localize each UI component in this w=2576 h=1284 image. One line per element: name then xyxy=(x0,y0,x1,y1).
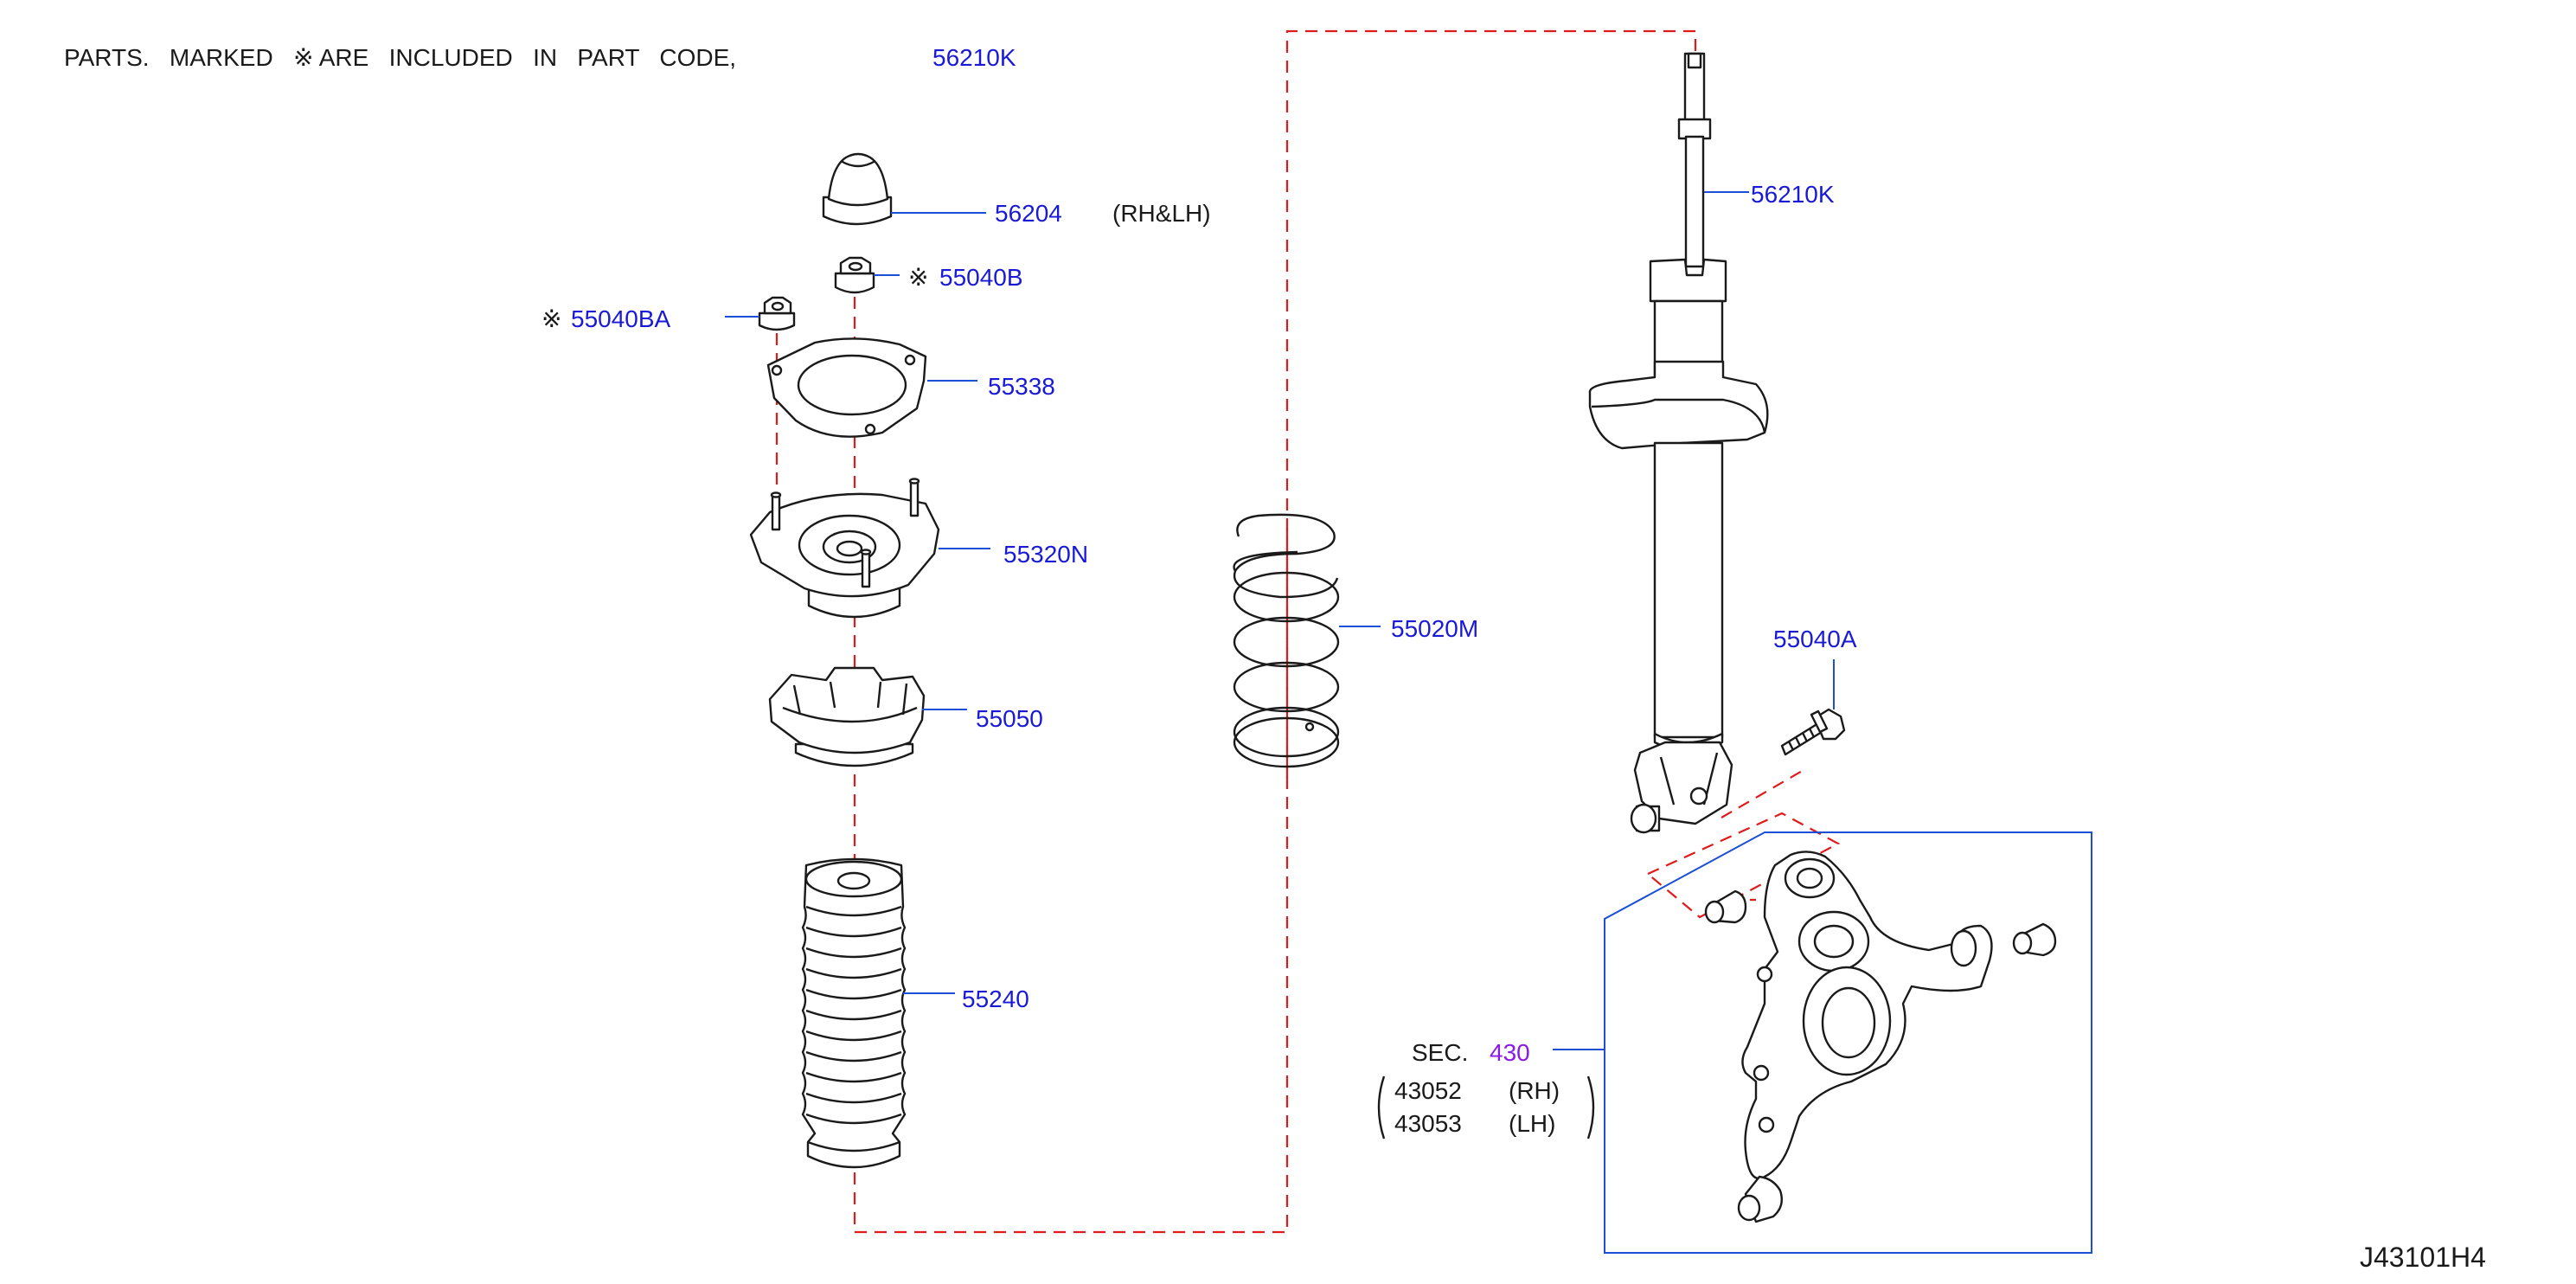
bracket-right xyxy=(1586,1075,1595,1140)
label-55040a[interactable]: 55040A xyxy=(1773,626,1857,652)
bolt-55040a[interactable] xyxy=(1780,708,1846,756)
label-56204[interactable]: 56204 xyxy=(995,200,1062,227)
sec-lh-side: (LH) xyxy=(1509,1110,1555,1137)
sec-number[interactable]: 430 xyxy=(1490,1039,1530,1066)
spring-seat-55050[interactable] xyxy=(768,666,926,767)
label-55050[interactable]: 55050 xyxy=(976,705,1043,732)
bump-cap-56204[interactable] xyxy=(822,152,893,226)
nut-55040b[interactable] xyxy=(834,256,875,294)
strut-mount-55320n[interactable] xyxy=(749,478,940,619)
mount-plate-55338[interactable] xyxy=(766,337,927,438)
sec-rh-side: (RH) xyxy=(1509,1077,1560,1104)
shock-absorber-56210k[interactable] xyxy=(1588,52,1769,834)
coil-spring-55020m[interactable] xyxy=(1233,513,1340,768)
bracket-left xyxy=(1377,1075,1386,1140)
sec-rh-code: 43052 xyxy=(1394,1077,1462,1104)
label-55338[interactable]: 55338 xyxy=(988,373,1055,400)
label-56210k[interactable]: 56210K xyxy=(1751,181,1835,208)
knuckle-assembly-430[interactable] xyxy=(1704,851,2057,1223)
label-55040ba[interactable]: 55040BA xyxy=(571,305,671,332)
mark-55040ba: ※ xyxy=(541,305,561,332)
nut-55040ba[interactable] xyxy=(758,296,796,331)
label-55240[interactable]: 55240 xyxy=(962,985,1029,1012)
section-frame xyxy=(1604,831,2092,1254)
dust-boot-55240[interactable] xyxy=(801,857,907,1169)
label-55020m[interactable]: 55020M xyxy=(1391,615,1478,642)
sec-lh-code: 43053 xyxy=(1394,1110,1462,1137)
diagram-id: J43101H4 xyxy=(2360,1242,2486,1273)
sec-label: SEC. xyxy=(1412,1039,1468,1066)
header-note-code[interactable]: 56210K xyxy=(932,44,1016,71)
mark-55040b: ※ xyxy=(908,264,928,291)
label-55040b[interactable]: 55040B xyxy=(939,264,1023,291)
label-55320n[interactable]: 55320N xyxy=(1003,541,1088,568)
header-note: PARTS. MARKED ※ ARE INCLUDED IN PART COD… xyxy=(64,44,736,71)
label-56204-side: (RH&LH) xyxy=(1112,200,1211,227)
